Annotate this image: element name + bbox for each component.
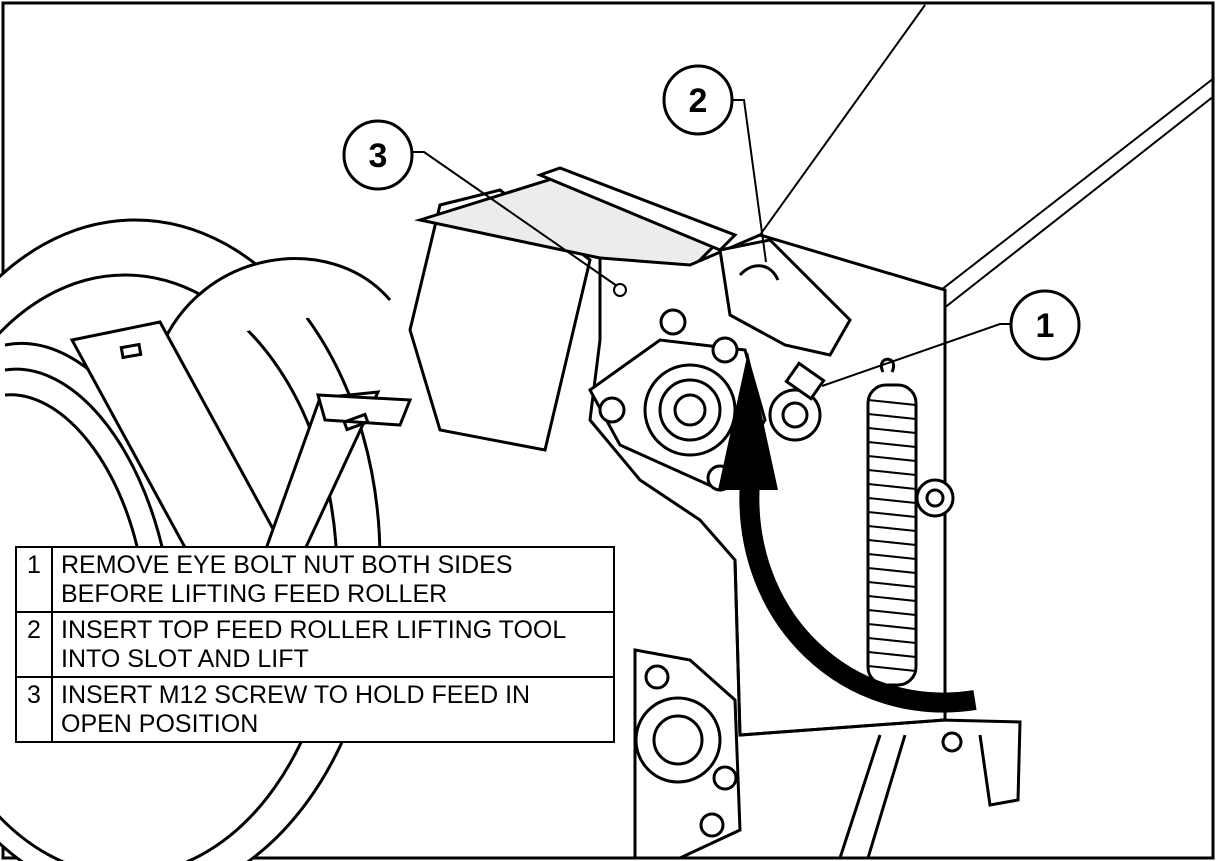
bearing-flange [588,308,767,492]
tension-spring [866,357,955,687]
legend-table: 1 REMOVE EYE BOLT NUT BOTH SIDES BEFORE … [15,546,615,743]
legend-row-text: REMOVE EYE BOLT NUT BOTH SIDES BEFORE LI… [51,546,615,613]
callout-2: 2 [662,64,734,136]
legend-row: 1 REMOVE EYE BOLT NUT BOTH SIDES BEFORE … [15,546,615,613]
screw-hole [613,283,627,297]
callout-3-number: 3 [369,137,388,175]
eye-bolt [768,361,826,442]
callout-leaders [412,99,1012,387]
legend-row: 2 INSERT TOP FEED ROLLER LIFTING TOOL IN… [15,611,615,678]
lower-bearing [633,648,1022,860]
legend-row-number: 3 [15,676,53,743]
legend-row-number: 1 [15,546,53,613]
callout-1-number: 1 [1036,307,1055,345]
legend-row-text: INSERT TOP FEED ROLLER LIFTING TOOL INTO… [51,611,615,678]
legend-row-number: 2 [15,611,53,678]
pulley-arms [69,320,413,577]
lifting-slot-plate [718,238,852,357]
callout-2-number: 2 [689,82,708,120]
legend-row: 3 INSERT M12 SCREW TO HOLD FEED IN OPEN … [15,676,615,743]
callout-3: 3 [342,119,414,191]
lift-direction-arrow [718,352,977,713]
callout-1: 1 [1009,289,1081,361]
legend-row-text: INSERT M12 SCREW TO HOLD FEED IN OPEN PO… [51,676,615,743]
